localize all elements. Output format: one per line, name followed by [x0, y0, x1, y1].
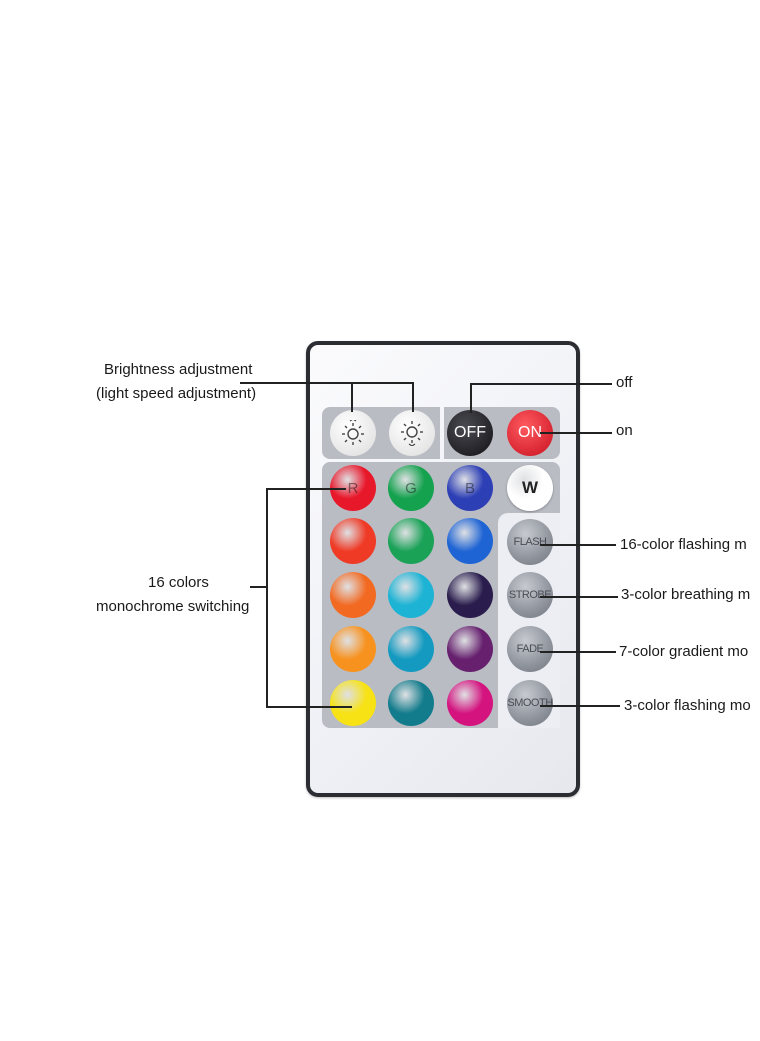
- smooth-mode-label: 3-color flashing mo: [624, 697, 751, 714]
- color-button-r1-c2[interactable]: G: [388, 465, 434, 511]
- color-button-r3-c2[interactable]: [388, 572, 434, 618]
- brightness-up-button[interactable]: [330, 410, 376, 456]
- color-button-r5-c1[interactable]: [330, 680, 376, 726]
- strobe-connector: [540, 596, 618, 598]
- brightness-connector-h: [240, 382, 414, 384]
- mode-button-smooth[interactable]: SMOOTH: [507, 680, 553, 726]
- rgbw-label-0: R: [347, 479, 359, 497]
- on-button-label: ON: [518, 424, 542, 441]
- color-button-r4-c2[interactable]: [388, 626, 434, 672]
- mode-button-fade[interactable]: FADE: [507, 626, 553, 672]
- color-button-r1-c4[interactable]: W: [507, 465, 553, 511]
- color-button-r2-c2[interactable]: [388, 518, 434, 564]
- mode-button-flash[interactable]: FLASH: [507, 519, 553, 565]
- colors-label-line2: monochrome switching: [96, 598, 250, 615]
- color-button-r2-c3[interactable]: [447, 518, 493, 564]
- flash-connector: [540, 544, 616, 546]
- colors-bracket-bottom: [266, 706, 352, 708]
- mode-button-label: STROBE: [508, 589, 552, 601]
- remote-control: [306, 341, 580, 797]
- rgbw-label-3: W: [521, 478, 539, 497]
- colors-bracket-tick: [250, 586, 266, 588]
- color-button-r4-c1[interactable]: [330, 626, 376, 672]
- color-button-r2-c1[interactable]: [330, 518, 376, 564]
- off-button[interactable]: OFF: [447, 410, 493, 456]
- mode-button-label: FLASH: [513, 536, 547, 548]
- fade-connector: [540, 651, 616, 653]
- rgbw-label-1: G: [405, 479, 417, 497]
- off-connector-h: [470, 383, 612, 385]
- smooth-connector: [540, 705, 620, 707]
- sun-down-icon: [401, 421, 423, 446]
- flash-mode-label: 16-color flashing m: [620, 536, 747, 553]
- on-connector-h: [540, 432, 612, 434]
- mode-button-label: FADE: [516, 643, 544, 655]
- colors-bracket-v: [266, 488, 268, 708]
- colors-bracket-top: [266, 488, 346, 490]
- brightness-down-button[interactable]: [389, 410, 435, 456]
- color-button-r3-c1[interactable]: [330, 572, 376, 618]
- brightness-label-line2: (light speed adjustment): [96, 385, 257, 402]
- color-button-r1-c3[interactable]: B: [447, 465, 493, 511]
- on-label: on: [616, 422, 633, 439]
- brightness-connector-v1: [351, 382, 353, 412]
- colors-label-line1: 16 colors: [148, 574, 209, 591]
- strobe-mode-label: 3-color breathing m: [621, 586, 751, 603]
- color-button-r5-c3[interactable]: [447, 680, 493, 726]
- off-label: off: [616, 374, 633, 391]
- rgbw-label-2: B: [464, 479, 475, 497]
- off-connector-v: [470, 383, 472, 413]
- color-button-r3-c3[interactable]: [447, 572, 493, 618]
- fade-mode-label: 7-color gradient mo: [619, 643, 749, 660]
- sun-up-icon: [342, 420, 364, 445]
- brightness-connector-v2: [412, 382, 414, 412]
- mode-button-label: SMOOTH: [507, 697, 553, 709]
- mode-button-strobe[interactable]: STROBE: [507, 572, 553, 618]
- brightness-label-line1: Brightness adjustment: [104, 361, 253, 378]
- color-button-r5-c2[interactable]: [388, 680, 434, 726]
- color-button-r4-c3[interactable]: [447, 626, 493, 672]
- off-button-label: OFF: [454, 424, 486, 441]
